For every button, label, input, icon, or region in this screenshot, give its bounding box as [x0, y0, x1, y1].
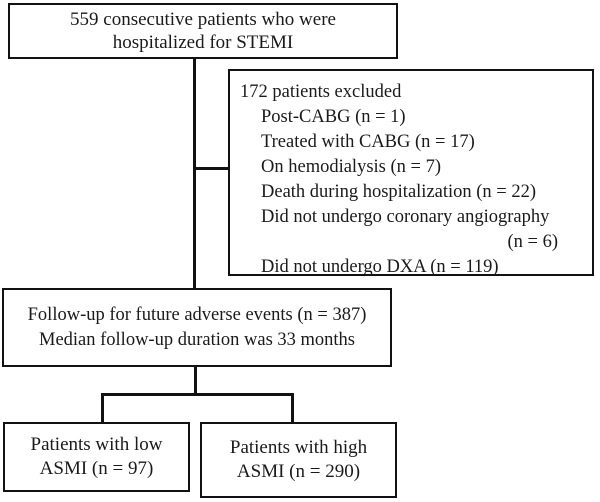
connector-followup-stem	[194, 367, 197, 394]
low-asmi-box: Patients with low ASMI (n = 97)	[3, 422, 190, 492]
excluded-box: 172 patients excluded Post-CABG (n = 1) …	[228, 69, 594, 277]
excluded-item-post-cabg: Post-CABG (n = 1)	[261, 107, 406, 127]
high-asmi-line-1: Patients with high	[229, 437, 368, 458]
excluded-item-death: Death during hospitalization (n = 22)	[261, 182, 537, 202]
followup-line-1: Follow-up for future adverse events (n =…	[27, 305, 367, 325]
high-asmi-box: Patients with high ASMI (n = 290)	[200, 422, 397, 498]
excluded-item-hemodialysis: On hemodialysis (n = 7)	[261, 157, 441, 177]
connector-split-bar	[101, 393, 294, 396]
excluded-item-dxa: Did not undergo DXA (n = 119)	[261, 257, 499, 277]
excluded-item-angiography: Did not undergo coronary angiography	[261, 207, 550, 227]
enrollment-line-1: 559 consecutive patients who were	[70, 9, 336, 30]
connector-excluded-branch	[193, 167, 229, 170]
connector-drop-high-asmi	[291, 393, 294, 422]
excluded-title: 172 patients excluded	[240, 82, 402, 102]
high-asmi-line-2: ASMI (n = 290)	[236, 461, 361, 482]
enrollment-box: 559 consecutive patients who were hospit…	[8, 3, 398, 59]
low-asmi-line-1: Patients with low	[30, 434, 163, 455]
followup-line-2: Median follow-up duration was 33 months	[39, 329, 355, 350]
low-asmi-line-2: ASMI (n = 97)	[39, 458, 154, 479]
connector-drop-low-asmi	[101, 393, 104, 422]
connector-main-spine	[193, 59, 196, 288]
followup-box: Follow-up for future adverse events (n =…	[2, 288, 392, 367]
excluded-item-angiography-n: (n = 6)	[507, 232, 558, 252]
excluded-item-treated-cabg: Treated with CABG (n = 17)	[261, 132, 475, 152]
enrollment-line-2: hospitalized for STEMI	[112, 32, 294, 53]
